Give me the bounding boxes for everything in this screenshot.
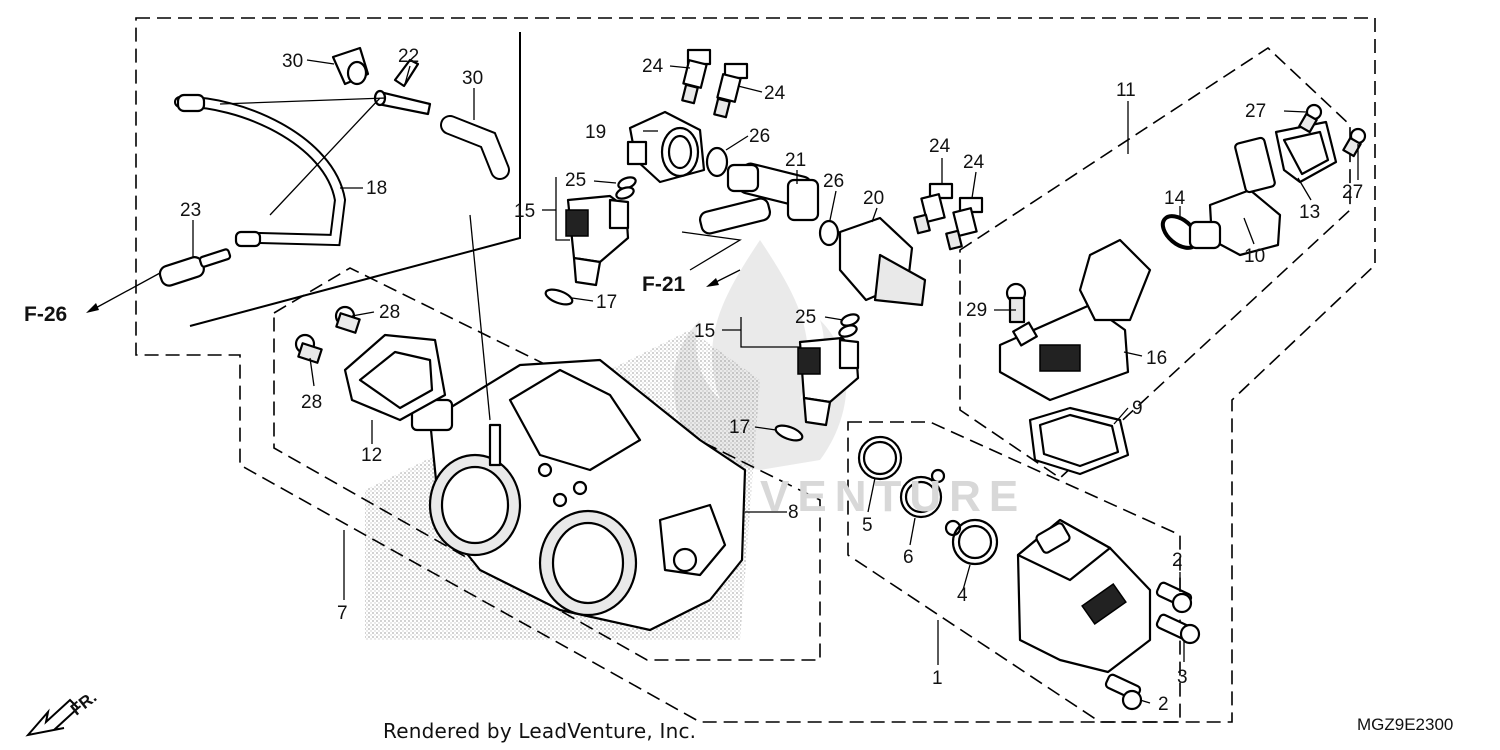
callout-27: 27	[1342, 182, 1363, 203]
callout-6: 6	[903, 547, 914, 568]
bolt-icon	[294, 305, 361, 364]
callout-20: 20	[863, 188, 884, 209]
callout-30: 30	[462, 68, 483, 89]
callout-labels: 30 22 30 18 23 24 24 19 26 21 26 20 25 1…	[180, 46, 1363, 715]
o-ring-icon	[544, 146, 860, 442]
footer-credit: Rendered by LeadVenture, Inc.	[383, 719, 697, 743]
callout-11: 11	[1116, 80, 1136, 101]
diagram-code: MGZ9E2300	[1357, 715, 1454, 734]
breather-hose-icon	[174, 93, 347, 248]
callout-3: 3	[1177, 667, 1188, 688]
reference-f21: F-21	[642, 273, 686, 296]
injector-holder-icon	[626, 110, 706, 184]
callout-5: 5	[862, 515, 873, 536]
hose-fitting-icon	[158, 248, 232, 287]
callout-17: 17	[596, 292, 617, 313]
callout-9: 9	[1132, 398, 1143, 419]
callout-7: 7	[337, 603, 348, 624]
assembly-outline	[135, 17, 1376, 723]
callout-4: 4	[957, 585, 968, 606]
callout-26: 26	[823, 171, 844, 192]
callout-27: 27	[1245, 101, 1266, 122]
callout-17: 17	[729, 417, 750, 438]
fuel-injector-icon	[797, 336, 860, 427]
control-unit-icon	[1016, 518, 1152, 674]
callout-30: 30	[282, 51, 303, 72]
watermark-logo-icon	[673, 240, 847, 470]
fuel-rail-icon	[698, 162, 820, 235]
callout-13: 13	[1299, 202, 1320, 223]
callout-8: 8	[788, 502, 799, 523]
callout-29: 29	[966, 300, 987, 321]
cover-plate-icon	[1274, 120, 1338, 184]
bolt-icon	[681, 48, 984, 251]
callout-18: 18	[366, 178, 387, 199]
callout-28: 28	[379, 302, 400, 323]
callout-15: 15	[514, 201, 535, 222]
sensor-connector-icon	[1188, 136, 1282, 257]
sensor-unit-icon	[998, 238, 1152, 402]
callout-15: 15	[694, 321, 715, 342]
gasket-icon	[1028, 406, 1130, 476]
gasket-icon	[857, 435, 999, 566]
callout-28: 28	[301, 392, 322, 413]
callout-24: 24	[929, 136, 951, 157]
leader-lines	[86, 59, 1359, 704]
callout-2: 2	[1172, 550, 1183, 571]
callout-24: 24	[764, 83, 786, 104]
callout-16: 16	[1146, 348, 1167, 369]
callout-21: 21	[785, 150, 806, 171]
bolt-icon	[1005, 103, 1367, 324]
callout-14: 14	[1164, 188, 1186, 209]
screw-icon	[1104, 581, 1201, 711]
callout-1: 1	[932, 668, 943, 689]
front-arrow-icon	[25, 698, 80, 737]
callout-25: 25	[565, 170, 586, 191]
callout-12: 12	[361, 445, 382, 466]
hose-elbow-icon	[440, 115, 510, 180]
reference-f26: F-26	[24, 303, 67, 326]
bracket-icon	[343, 333, 447, 422]
callout-22: 22	[398, 46, 419, 67]
callout-24: 24	[963, 152, 985, 173]
watermark-text: VENTURE	[760, 472, 1027, 521]
fuel-injector-icon	[565, 194, 630, 287]
hose-joint-icon	[373, 58, 432, 116]
callout-19: 19	[585, 122, 606, 143]
throttle-body-icon	[410, 358, 747, 632]
callout-2: 2	[1158, 694, 1169, 715]
pressure-regulator-icon	[838, 216, 927, 307]
callout-26: 26	[749, 126, 770, 147]
callout-25: 25	[795, 307, 816, 328]
callout-23: 23	[180, 200, 201, 221]
hose-cap-icon	[331, 46, 370, 86]
callout-24: 24	[642, 56, 664, 77]
callout-10: 10	[1244, 246, 1265, 267]
